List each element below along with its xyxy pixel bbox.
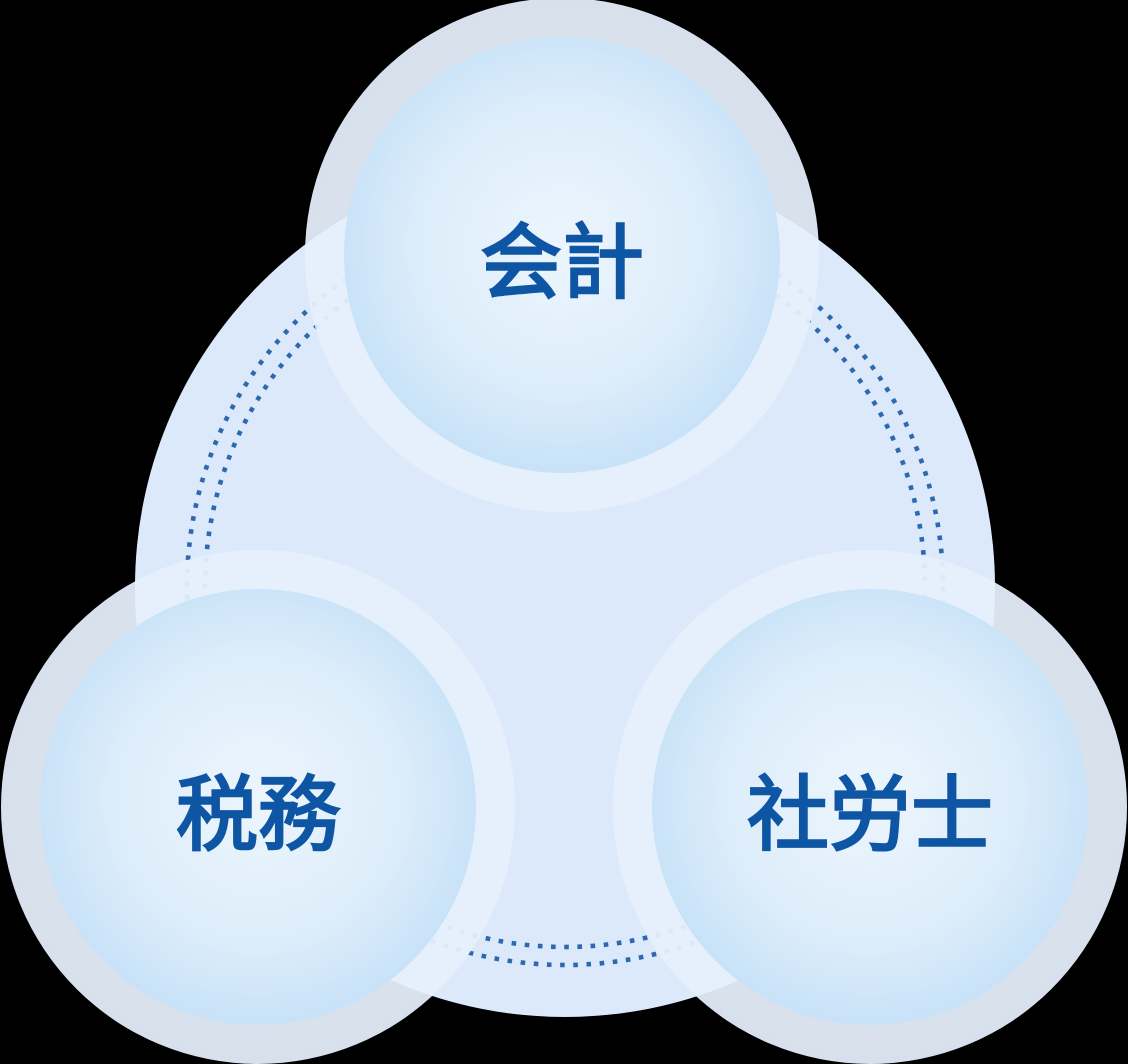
node-labor-consultant-circle (652, 589, 1088, 1025)
node-labor-consultant-label: 社労士 (746, 767, 993, 863)
node-accounting: 会計 (305, 0, 819, 512)
node-accounting-label: 会計 (479, 215, 644, 311)
node-tax-circle (40, 589, 476, 1025)
node-tax: 税務 (1, 550, 515, 1064)
node-labor-consultant: 社労士 (613, 550, 1127, 1064)
node-tax-label: 税務 (175, 767, 340, 863)
node-accounting-circle (344, 37, 780, 473)
